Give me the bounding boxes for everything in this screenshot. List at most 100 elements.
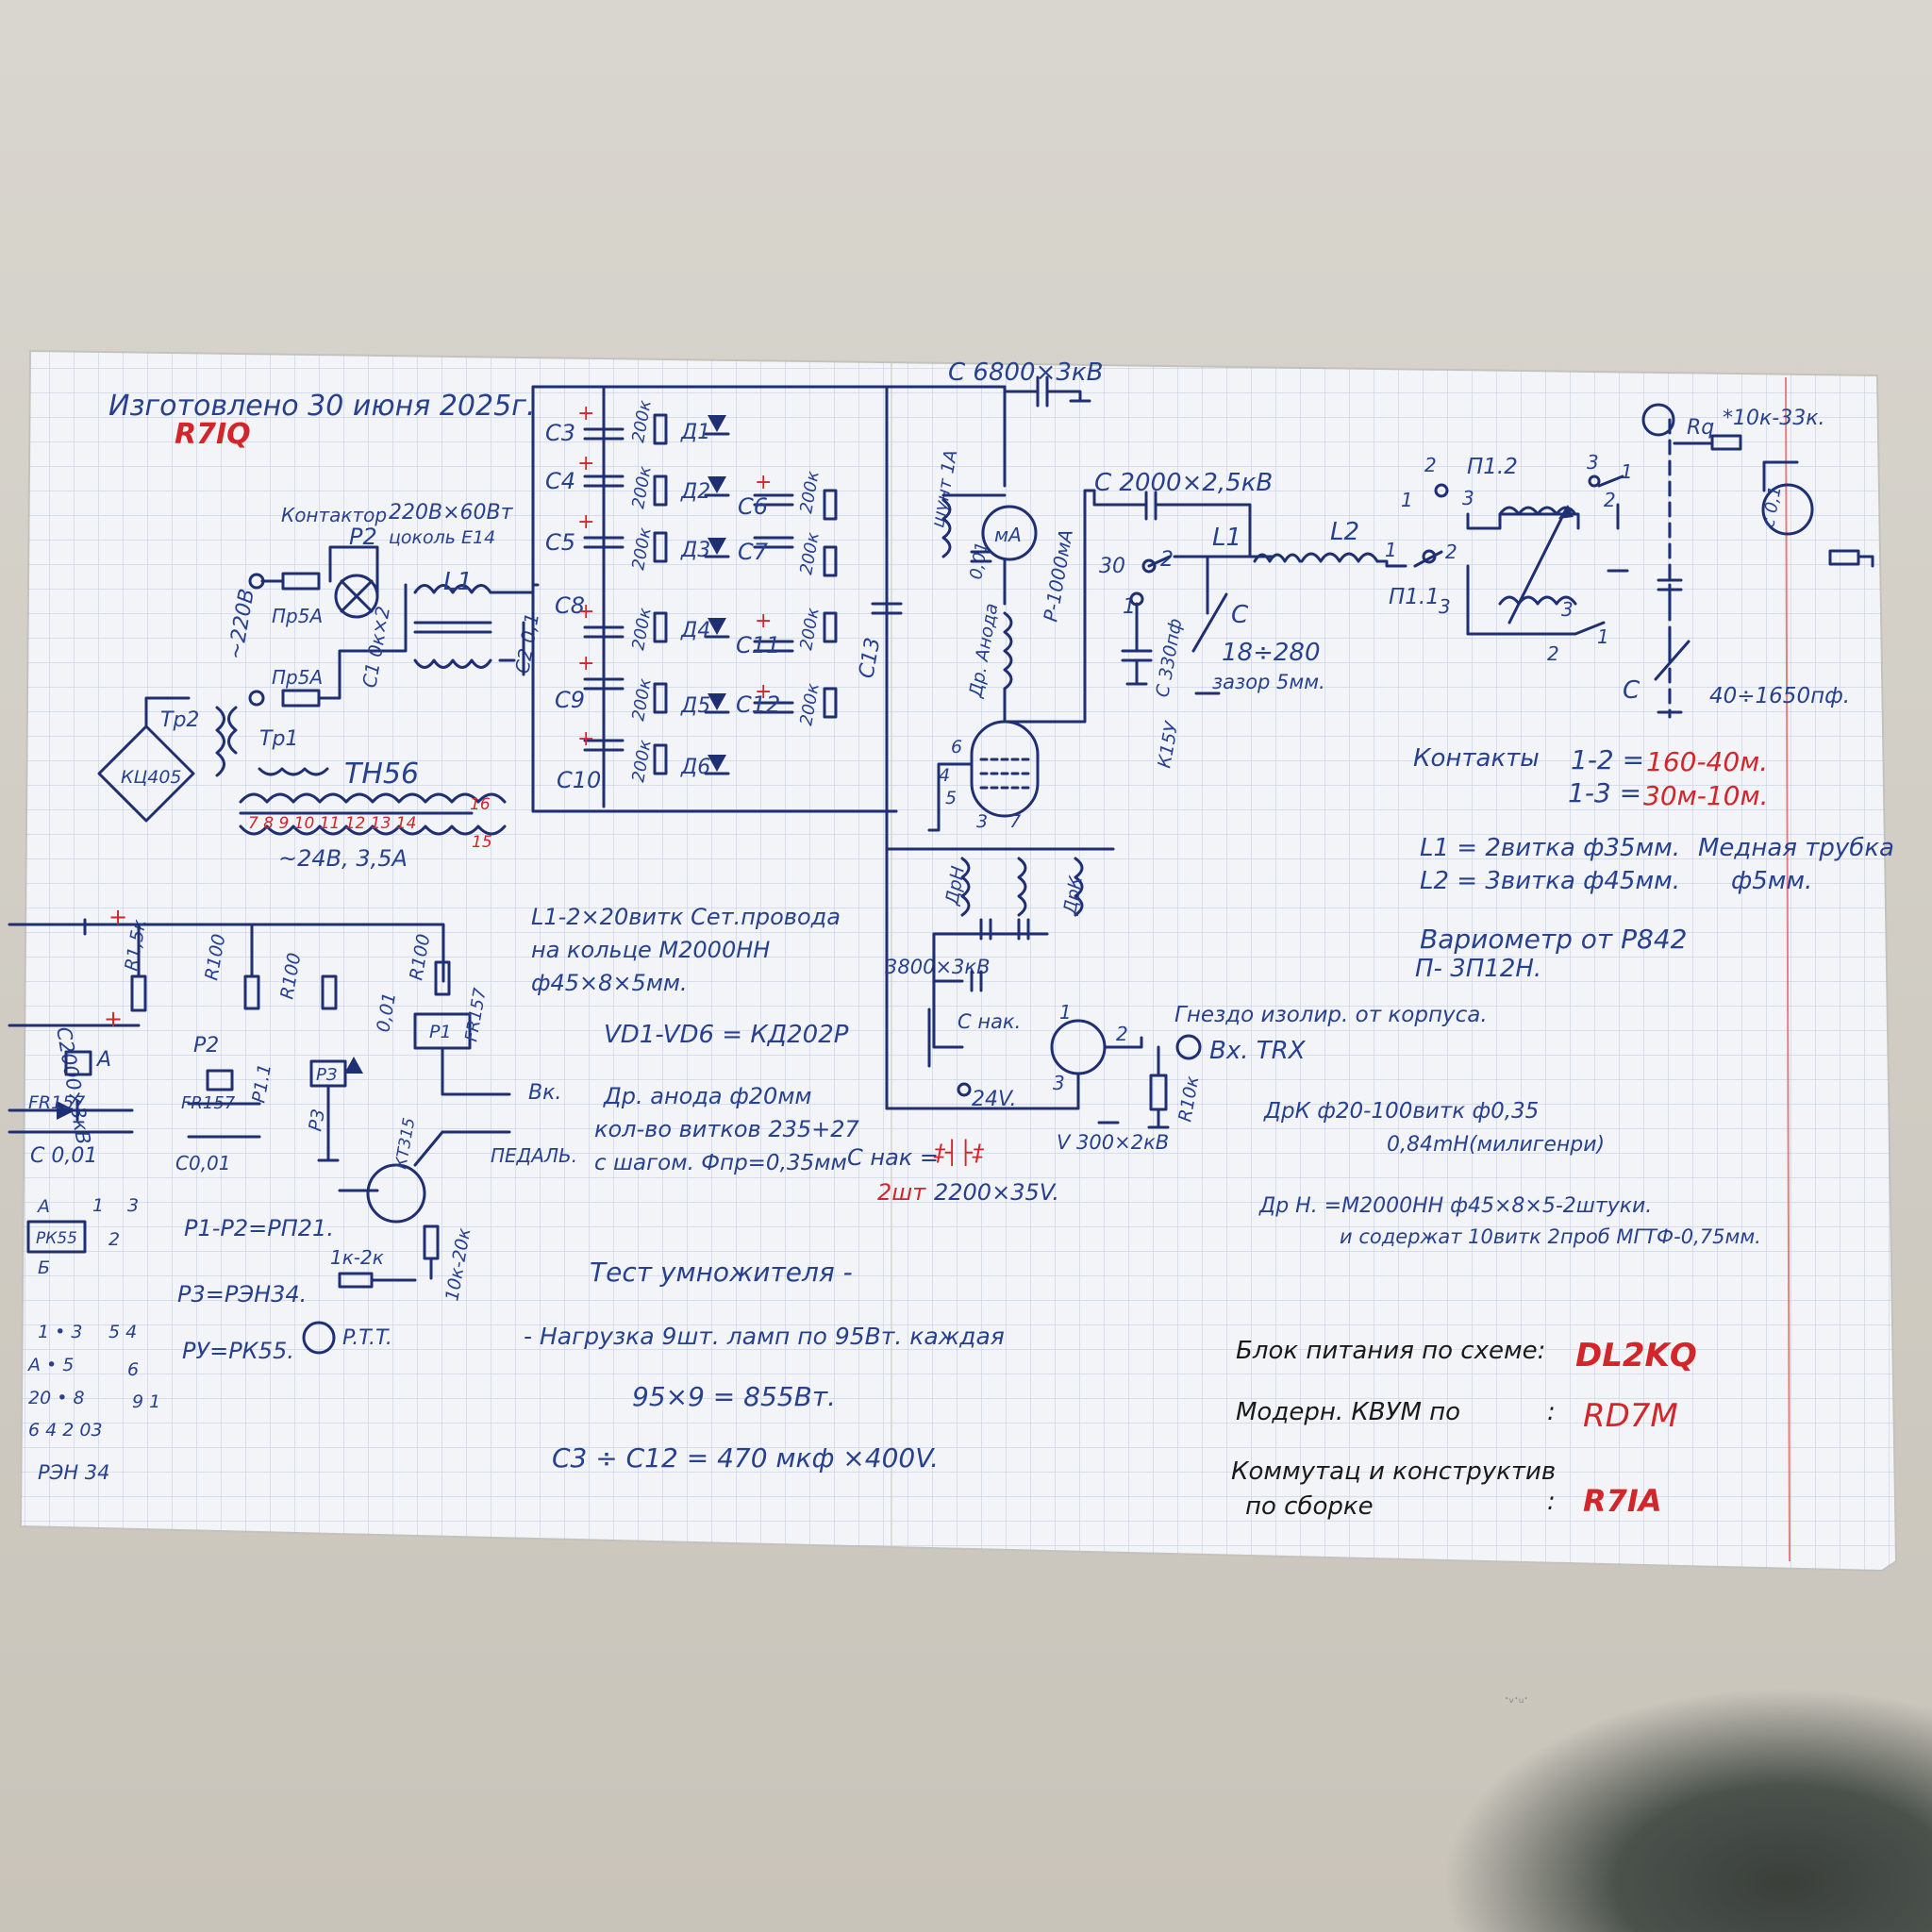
- socket-note: Гнездо изолир. от корпуса.: [1174, 1003, 1488, 1027]
- contacts-title: Контакты: [1413, 744, 1540, 773]
- anode-choke-note-3: с шагом. Фпр=0,35мм: [594, 1151, 847, 1175]
- ptt-connector: [302, 1321, 336, 1355]
- p2-label: Р2: [349, 524, 377, 550]
- pedal-label: ПЕДАЛЬ.: [491, 1144, 577, 1167]
- rf-indicator: [1641, 403, 1675, 437]
- svg-text:А: А: [95, 1048, 111, 1072]
- switch-type: П- 3П12Н.: [1415, 955, 1541, 983]
- svg-text:+: +: [108, 904, 127, 930]
- author-callsign: R7IQ: [175, 418, 251, 451]
- svg-text:·ᵥ·ᵤ·: ·ᵥ·ᵤ·: [1505, 1691, 1528, 1707]
- c-out-label: С 2000×2,5кВ: [1094, 469, 1273, 497]
- svg-text:2: 2: [1424, 454, 1437, 476]
- svg-text:*10к-33к.: *10к-33к.: [1723, 407, 1825, 430]
- svg-text:FR157: FR157: [28, 1092, 85, 1113]
- svg-text:9 1: 9 1: [132, 1391, 160, 1412]
- svg-text:+: +: [104, 1006, 123, 1032]
- svg-text:С0,01: С0,01: [175, 1152, 231, 1174]
- svg-text:1: 1: [1401, 489, 1413, 511]
- drn-note-1: Др Н. =М2000НН ф45×8×5-2штуки.: [1258, 1194, 1652, 1218]
- svg-text:Б: Б: [38, 1257, 50, 1278]
- l1-note-3: ф45×8×5мм.: [531, 970, 688, 996]
- svg-text:2: 2: [1160, 548, 1174, 572]
- fuse2-label: Пр5А: [272, 666, 323, 689]
- relays-spec-3: РУ=РК55.: [182, 1338, 294, 1364]
- svg-text:5 4: 5 4: [108, 1322, 137, 1342]
- cnak2-value: 2200×35V.: [934, 1179, 1059, 1206]
- svg-text:2: 2: [1547, 642, 1559, 665]
- svg-text:1 • 3: 1 • 3: [38, 1322, 82, 1342]
- svg-text:1: 1: [1059, 1001, 1072, 1024]
- c3-label: С3: [545, 420, 575, 446]
- copper-tube: Медная трубка: [1698, 834, 1894, 862]
- socket-label: цоколь Е14: [389, 527, 495, 548]
- diodes: [704, 415, 730, 775]
- svg-text:16: 16: [470, 795, 491, 814]
- relays-spec-1: Р1-Р2=РП21.: [184, 1215, 334, 1241]
- out-l1-label: L1: [1212, 524, 1241, 552]
- lamp-label: 220В×60Вт: [389, 501, 514, 525]
- drn-note-2: и содержат 10витк 2проб МГТФ-0,75мм.: [1340, 1225, 1761, 1248]
- trx-input-label: Вх. TRX: [1209, 1037, 1307, 1065]
- c7-label: С7: [738, 539, 769, 565]
- svg-text:С: С: [1623, 676, 1641, 705]
- transistor: [366, 1163, 426, 1224]
- copper-diameter: ф5мм.: [1731, 867, 1812, 895]
- svg-text:7: 7: [1009, 811, 1021, 832]
- d4-label: Д4: [680, 619, 710, 642]
- svg-text:6: 6: [127, 1359, 139, 1380]
- c10-label: С10: [557, 767, 601, 793]
- mod-callsign: RD7M: [1583, 1397, 1678, 1435]
- svg-text:20 • 8: 20 • 8: [28, 1388, 85, 1408]
- svg-text:1: 1: [1123, 595, 1136, 619]
- svg-text:5: 5: [945, 788, 957, 808]
- svg-text:РЗ: РЗ: [316, 1065, 338, 1085]
- rectifier-bridge: [97, 724, 195, 823]
- svg-text:4: 4: [939, 765, 950, 786]
- cnak-label: С нак =: [847, 1144, 939, 1171]
- svg-text:Р3: Р3: [305, 1108, 329, 1133]
- d5-label: Д5: [680, 694, 710, 718]
- svg-text::: :: [1547, 1398, 1556, 1426]
- contacts-13-prefix: 1-3 =: [1568, 777, 1641, 808]
- svg-text:РЭН 34: РЭН 34: [38, 1461, 110, 1484]
- c8-label: С8: [555, 592, 585, 619]
- l1-note-2: на кольце М2000НН: [531, 937, 770, 963]
- svg-text:1: 1: [92, 1195, 104, 1216]
- svg-text:1: 1: [1621, 460, 1633, 483]
- mains-l1-label: L1: [443, 568, 473, 596]
- svg-text:18÷280: 18÷280: [1222, 639, 1321, 667]
- drk-note-1: ДрК ф20-100витк ф0,35: [1263, 1099, 1539, 1124]
- psu-label: Блок питания по схеме:: [1236, 1337, 1545, 1365]
- variometer-note: Вариометр от Р842: [1420, 924, 1687, 955]
- contacts-13: 30м-10м.: [1643, 780, 1769, 811]
- anode-choke-note-1: Др. анода ф20мм: [603, 1083, 812, 1109]
- svg-text:+: +: [577, 402, 594, 425]
- psu-callsign: DL2KQ: [1575, 1337, 1697, 1374]
- svg-text:3: 3: [1587, 451, 1599, 474]
- out-l1-spec: L1 = 2витка ф35мм.: [1420, 834, 1680, 862]
- svg-text:3: 3: [1561, 598, 1574, 621]
- ac-out-label: ~24В, 3,5А: [278, 845, 408, 872]
- d3-label: Д3: [680, 539, 710, 562]
- svg-text:+: +: [755, 680, 772, 704]
- svg-text:1к-2к: 1к-2к: [330, 1246, 384, 1269]
- svg-text:P1: P1: [429, 1022, 452, 1042]
- contactor-label: Контактор: [281, 504, 387, 526]
- c-top-label: С 6800×3кВ: [948, 358, 1103, 387]
- svg-text:1: 1: [1597, 625, 1609, 648]
- svg-text:40÷1650пф.: 40÷1650пф.: [1709, 684, 1850, 708]
- bridge-label: КЦ405: [121, 767, 182, 788]
- notes-center: L1-2×20витк Сет.провода на кольце М2000Н…: [524, 904, 1059, 1474]
- relays-spec-2: Р3=РЭН34.: [177, 1281, 307, 1307]
- svg-text:3800×3кВ: 3800×3кВ: [885, 956, 991, 978]
- svg-text:V 300×2кВ: V 300×2кВ: [1057, 1131, 1169, 1154]
- svg-text:+: +: [577, 510, 594, 534]
- contacts-12: 160-40м.: [1646, 746, 1768, 777]
- svg-text:3: 3: [1053, 1072, 1065, 1094]
- svg-text:+: +: [577, 600, 594, 624]
- svg-text:А • 5: А • 5: [26, 1355, 74, 1375]
- fuse1-label: Пр5А: [272, 605, 323, 627]
- svg-text:мА: мА: [994, 524, 1022, 546]
